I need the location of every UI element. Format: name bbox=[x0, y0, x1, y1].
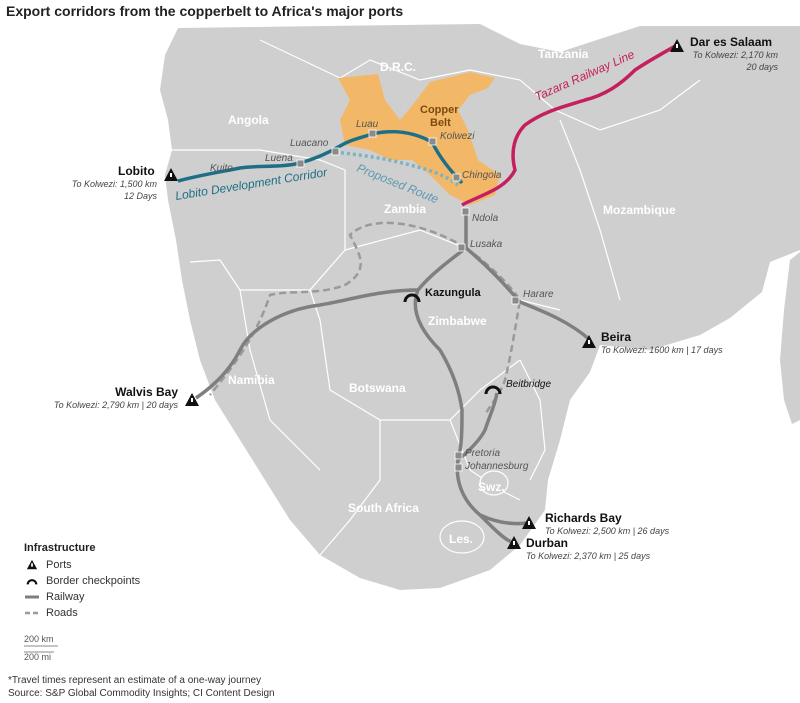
road-line-icon bbox=[24, 610, 40, 616]
durban-port-icon bbox=[507, 536, 521, 549]
port-label-walvis: Walvis Bay bbox=[115, 385, 178, 399]
legend-item-ports: Ports bbox=[24, 557, 140, 573]
map-title: Export corridors from the copperbelt to … bbox=[6, 3, 404, 19]
port-label-beira: Beira bbox=[601, 330, 631, 344]
checkpoint-label-beitbridge: Beitbridge bbox=[506, 379, 551, 390]
beitbridge-checkpoint-icon bbox=[484, 385, 502, 395]
kazungula-checkpoint-icon bbox=[403, 293, 421, 303]
port-label-lobito: Lobito bbox=[118, 164, 155, 178]
legend-label-railway: Railway bbox=[46, 591, 85, 603]
legend-item-roads: Roads bbox=[24, 605, 140, 621]
lobito-port-icon bbox=[164, 168, 178, 181]
richards-port-icon bbox=[522, 516, 536, 529]
city-label-luacano: Luacano bbox=[290, 138, 329, 149]
legend-item-railway: Railway bbox=[24, 589, 140, 605]
swaziland-outline bbox=[479, 470, 509, 496]
country-label-namibia: Namibia bbox=[228, 373, 275, 387]
country-label-drc: D.R.C. bbox=[380, 60, 416, 74]
city-label-johannesburg: Johannesburg bbox=[464, 461, 529, 472]
beira-port-icon bbox=[582, 335, 596, 348]
port-note-richards: To Kolwezi: 2,500 km | 26 days bbox=[545, 526, 670, 536]
country-label-angola: Angola bbox=[228, 113, 269, 127]
scale-label-km: 200 km bbox=[24, 634, 54, 644]
country-label-zimbabwe: Zimbabwe bbox=[428, 314, 487, 328]
copperbelt-label-1: Copper bbox=[420, 104, 459, 116]
city-label-luena: Luena bbox=[265, 153, 293, 164]
port-note-lobito-2: 12 Days bbox=[124, 191, 158, 201]
city-label-kolwezi: Kolwezi bbox=[440, 131, 475, 142]
country-label-tanzania: Tanzania bbox=[538, 47, 589, 61]
footnote: *Travel times represent an estimate of a… bbox=[8, 675, 262, 686]
city-label-pretoria: Pretoria bbox=[465, 448, 500, 459]
scale-label-mi: 200 mi bbox=[24, 652, 52, 662]
port-label-dar: Dar es Salaam bbox=[690, 35, 772, 49]
dar-port-icon bbox=[670, 39, 684, 52]
scale-bar: 200 km 200 mi bbox=[24, 634, 64, 662]
port-label-durban: Durban bbox=[526, 536, 568, 550]
legend: Infrastructure Ports Border checkpoints … bbox=[24, 542, 140, 621]
city-label-harare: Harare bbox=[523, 289, 554, 300]
city-label-chingola: Chingola bbox=[462, 170, 502, 181]
port-note-dar-1: To Kolwezi: 2,170 km bbox=[693, 50, 779, 60]
city-label-lusaka: Lusaka bbox=[470, 239, 503, 250]
copperbelt-label-2: Belt bbox=[430, 117, 451, 129]
port-note-lobito-1: To Kolwezi: 1,500 km bbox=[72, 179, 158, 189]
legend-label-roads: Roads bbox=[46, 607, 78, 619]
city-label-luau: Luau bbox=[356, 119, 379, 130]
railways bbox=[195, 212, 592, 544]
checkpoint-label-kazungula: Kazungula bbox=[425, 287, 481, 299]
legend-item-checkpoints: Border checkpoints bbox=[24, 573, 140, 589]
copperbelt-region bbox=[338, 72, 500, 205]
city-markers bbox=[296, 129, 520, 472]
railway-line-icon bbox=[24, 594, 40, 600]
port-note-walvis: To Kolwezi: 2,790 km | 20 days bbox=[54, 400, 179, 410]
scale-bar-graphic bbox=[24, 645, 58, 653]
country-label-lesotho: Les. bbox=[449, 532, 473, 546]
checkpoint-icon bbox=[24, 575, 40, 587]
city-label-ndola: Ndola bbox=[472, 213, 499, 224]
country-label-zambia: Zambia bbox=[384, 202, 426, 216]
legend-heading: Infrastructure bbox=[24, 542, 96, 554]
roads bbox=[209, 221, 522, 416]
tazara-railway bbox=[461, 43, 678, 207]
source-credit: Source: S&P Global Commodity Insights; C… bbox=[8, 688, 275, 699]
port-note-beira: To Kolwezi: 1600 km | 17 days bbox=[601, 345, 723, 355]
city-label-kuito: Kuito bbox=[210, 163, 233, 174]
walvis-port-icon bbox=[185, 393, 199, 406]
lesotho-outline bbox=[439, 520, 485, 554]
land-madagascar bbox=[780, 252, 800, 424]
country-label-south-africa: South Africa bbox=[348, 501, 419, 515]
port-label-richards: Richards Bay bbox=[545, 511, 622, 525]
port-icon bbox=[24, 559, 40, 571]
legend-label-ports: Ports bbox=[46, 559, 72, 571]
port-note-durban: To Kolwezi: 2,370 km | 25 days bbox=[526, 551, 651, 561]
land-africa bbox=[160, 24, 800, 590]
port-icons bbox=[164, 39, 684, 549]
country-label-swaziland: Swz. bbox=[478, 480, 505, 494]
country-label-botswana: Botswana bbox=[349, 381, 406, 395]
legend-label-checkpoints: Border checkpoints bbox=[46, 575, 141, 587]
country-label-mozambique: Mozambique bbox=[603, 203, 676, 217]
port-note-dar-2: 20 days bbox=[745, 62, 778, 72]
